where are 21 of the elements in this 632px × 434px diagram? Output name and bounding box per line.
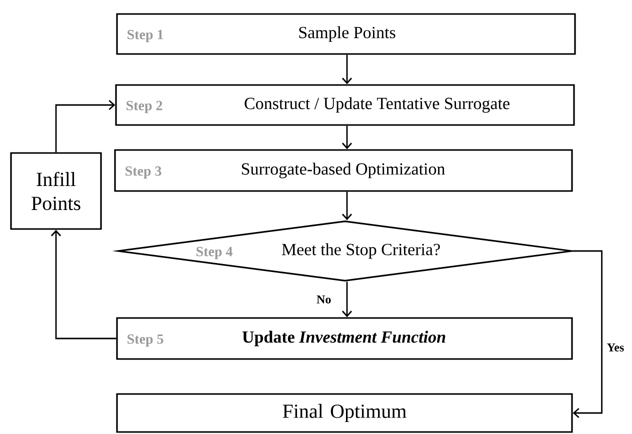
arrow <box>55 100 116 152</box>
step-label: Step 2 <box>126 100 162 114</box>
process-box: Final Optimum <box>116 393 573 433</box>
arrow <box>342 54 352 84</box>
process-box: Infill Points <box>10 152 102 230</box>
edge-label: Yes <box>606 342 626 352</box>
box-text: Sample Points <box>299 26 396 42</box>
step-label: Step 1 <box>128 30 164 42</box>
box-text: Meet the Stop Criteria? <box>282 243 440 259</box>
arrow <box>50 230 116 340</box>
step-label: Step 4 <box>196 246 232 260</box>
step-label: Step 3 <box>126 166 162 179</box>
box-text: Construct / Update Tentative Surrogate <box>244 97 510 113</box>
arrow <box>342 282 352 318</box>
edge-label: No <box>316 294 332 304</box>
step-label: Step 5 <box>128 334 164 347</box>
arrow <box>572 250 602 418</box>
arrow <box>342 192 352 220</box>
arrow <box>342 126 352 150</box>
box-text: Surrogate-based Optimization <box>242 162 445 178</box>
box-text: Update Investment Function <box>242 330 446 346</box>
